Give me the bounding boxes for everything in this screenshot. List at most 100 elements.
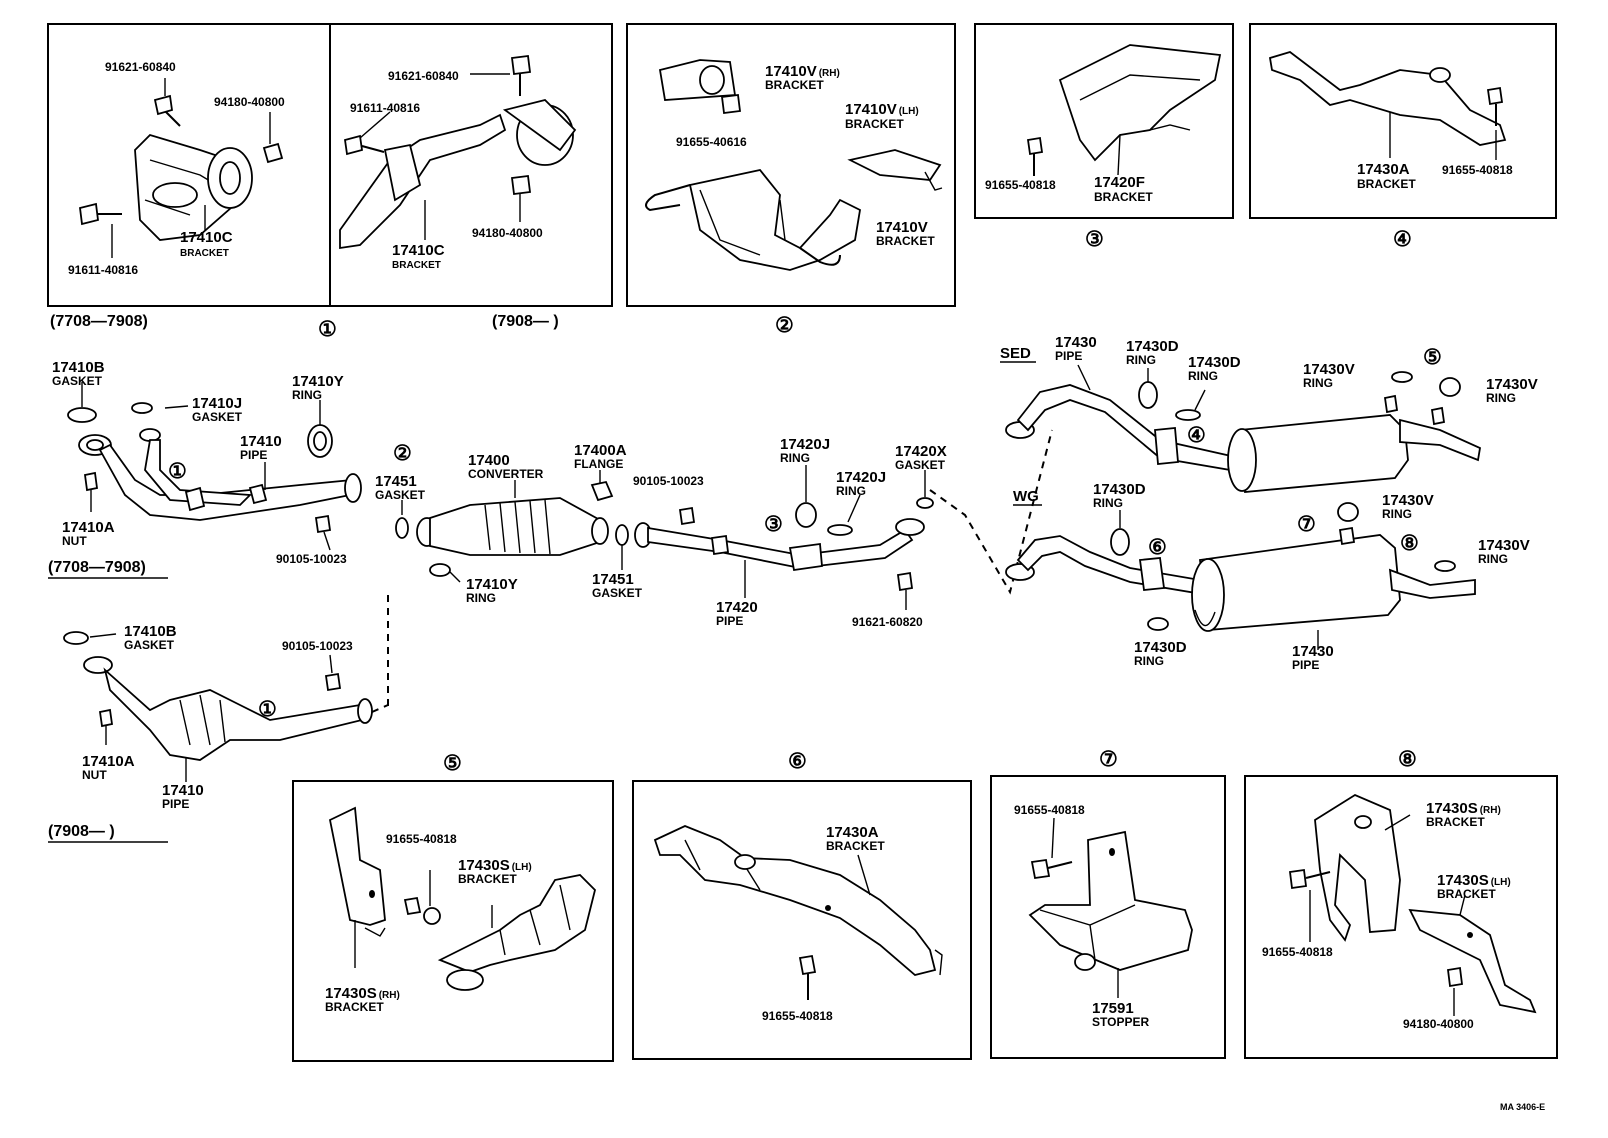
label-91655-40818-b6: 91655-40818 bbox=[762, 1009, 833, 1023]
label-17400a: 17400A bbox=[574, 442, 627, 459]
label-bracket-lh-b5: BRACKET bbox=[458, 872, 517, 886]
label-converter: CONVERTER bbox=[468, 467, 544, 481]
callout-box-3: ③ bbox=[1085, 228, 1104, 251]
label-17410c-left: 17410C bbox=[180, 229, 233, 246]
label-bracket-b6: BRACKET bbox=[826, 839, 885, 853]
label-94180-40800-b8: 94180-40800 bbox=[1403, 1017, 1474, 1031]
label-bracket-rh: BRACKET bbox=[765, 78, 824, 92]
label-91621-60840-right: 91621-60840 bbox=[388, 69, 459, 83]
label-17410y-upper: 17410Y bbox=[292, 373, 344, 390]
label-ring-17430v-wg-2: RING bbox=[1478, 552, 1508, 566]
callout-2-main: ② bbox=[393, 442, 412, 465]
label-17410y-lower: 17410Y bbox=[466, 576, 518, 593]
label-91611-40816-right: 91611-40816 bbox=[350, 101, 420, 115]
label-pipe-17430-sed: PIPE bbox=[1055, 349, 1082, 363]
label-gasket-17410b-upper: GASKET bbox=[52, 374, 103, 388]
label-gasket-17420x: GASKET bbox=[895, 458, 946, 472]
detail-box-6: 17430A BRACKET 91655-40818 ⑥ bbox=[632, 750, 972, 1060]
label-91655-40818-b4: 91655-40818 bbox=[1442, 163, 1513, 177]
bracket-17430a-top-drawing bbox=[1268, 51, 1507, 160]
front-pipe-lower-drawing bbox=[63, 631, 389, 782]
label-bracket-lh: BRACKET bbox=[845, 117, 904, 131]
label-17430a-b6: 17430A bbox=[826, 824, 879, 841]
stopper-17591-drawing bbox=[1028, 817, 1193, 998]
label-17410-pipe-upper: 17410 bbox=[240, 433, 282, 450]
label-17430d-sed-2: 17430D bbox=[1188, 354, 1241, 371]
label-17410b-upper: 17410B bbox=[52, 359, 105, 376]
callout-box-7: ⑦ bbox=[1099, 748, 1118, 771]
label-wg: WG bbox=[1013, 488, 1039, 505]
label-nut-17410a-lower: NUT bbox=[82, 768, 107, 782]
label-gasket-17451-b: GASKET bbox=[592, 586, 643, 600]
label-bracket-rh-b8: BRACKET bbox=[1426, 815, 1485, 829]
label-94180-40800-left: 94180-40800 bbox=[214, 95, 285, 109]
label-91611-40816-left: 91611-40816 bbox=[68, 263, 138, 277]
label-17410b-lower: 17410B bbox=[124, 623, 177, 640]
detail-box-5: 91655-40818 17430S(LH) BRACKET 17430S(RH… bbox=[292, 752, 614, 1062]
label-17410v-main: 17410V bbox=[876, 219, 928, 236]
label-17420j-a: 17420J bbox=[780, 436, 830, 453]
callout-8-wg: ⑧ bbox=[1400, 532, 1419, 555]
label-gasket-17410j: GASKET bbox=[192, 410, 243, 424]
label-ring-17430v-wg-1: RING bbox=[1382, 507, 1412, 521]
wg-tailpipe-drawing bbox=[1005, 502, 1476, 650]
label-90105-10023-b: 90105-10023 bbox=[633, 474, 704, 488]
label-17451-a: 17451 bbox=[375, 473, 417, 490]
label-94180-40800-right: 94180-40800 bbox=[472, 226, 543, 240]
range-label-7908-main: (7908— ) bbox=[48, 823, 115, 840]
detail-box-2: 17410V(RH) BRACKET 91655-40616 17410V(LH… bbox=[626, 23, 956, 337]
label-17430-wg: 17430 bbox=[1292, 643, 1334, 660]
callout-box-8: ⑧ bbox=[1398, 748, 1417, 771]
callout-4-sed: ④ bbox=[1187, 424, 1206, 447]
bracket-17410c-new-drawing bbox=[339, 54, 577, 250]
label-17410v-rh: 17410V(RH) bbox=[765, 63, 840, 80]
label-bracket-main: BRACKET bbox=[876, 234, 935, 248]
bracket-17430a-b6-drawing bbox=[653, 825, 943, 1000]
label-17591: 17591 bbox=[1092, 1000, 1134, 1017]
label-17430-sed: 17430 bbox=[1055, 334, 1097, 351]
label-17410c-right: 17410C bbox=[392, 242, 445, 259]
label-gasket-17410b-lower: GASKET bbox=[124, 638, 175, 652]
label-bracket-b3: BRACKET bbox=[1094, 190, 1153, 204]
callout-box-1: ① bbox=[318, 318, 337, 341]
label-nut-17410a-upper: NUT bbox=[62, 534, 87, 548]
label-91655-40818-b3: 91655-40818 bbox=[985, 178, 1056, 192]
label-ring-17420j-a: RING bbox=[780, 451, 810, 465]
front-pipe-upper-drawing bbox=[67, 382, 362, 551]
label-ring-17410y-upper: RING bbox=[292, 388, 322, 402]
label-90105-10023-a: 90105-10023 bbox=[276, 552, 347, 566]
label-90105-10023-c: 90105-10023 bbox=[282, 639, 353, 653]
label-17420j-b: 17420J bbox=[836, 469, 886, 486]
label-pipe-17420: PIPE bbox=[716, 614, 743, 628]
label-91655-40818-b5: 91655-40818 bbox=[386, 832, 457, 846]
label-sed: SED bbox=[1000, 345, 1031, 362]
label-bracket-lh-b8: BRACKET bbox=[1437, 887, 1496, 901]
label-pipe-17430-wg: PIPE bbox=[1292, 658, 1319, 672]
bracket-17410v-drawing bbox=[645, 59, 943, 271]
bracket-17420f-drawing bbox=[1026, 44, 1222, 176]
label-stopper: STOPPER bbox=[1092, 1015, 1149, 1029]
bracket-17430s-b8-drawing bbox=[1288, 793, 1537, 1016]
label-17430s-lh-b5: 17430S(LH) bbox=[458, 857, 532, 874]
label-17451-b: 17451 bbox=[592, 571, 634, 588]
callout-5-sed: ⑤ bbox=[1423, 346, 1442, 369]
range-label-7908-top: (7908— ) bbox=[492, 313, 559, 330]
detail-box-7: 91655-40818 17591 STOPPER ⑦ bbox=[990, 748, 1226, 1059]
converter-assembly-drawing bbox=[395, 470, 696, 583]
label-17430v-wg-2: 17430V bbox=[1478, 537, 1530, 554]
connection-dashed-line-right bbox=[929, 429, 1053, 595]
range-label-7708-7908-top: (7708—7908) bbox=[50, 313, 148, 330]
callout-7-wg: ⑦ bbox=[1297, 513, 1316, 536]
label-gasket-17451-a: GASKET bbox=[375, 488, 426, 502]
label-17430s-lh-b8: 17430S(LH) bbox=[1437, 872, 1511, 889]
detail-box-1: 91621-60840 94180-40800 17410C BRACKET 9… bbox=[47, 23, 613, 341]
label-17430d-wg-1: 17430D bbox=[1093, 481, 1146, 498]
label-pipe-17410-upper: PIPE bbox=[240, 448, 267, 462]
label-bracket-right: BRACKET bbox=[392, 260, 441, 271]
detail-box-8: 17430S(RH) BRACKET 17430S(LH) BRACKET 91… bbox=[1244, 748, 1558, 1059]
label-17430v-sed-1: 17430V bbox=[1303, 361, 1355, 378]
callout-box-2: ② bbox=[775, 314, 794, 337]
label-17410j: 17410J bbox=[192, 395, 242, 412]
label-91621-60840-left: 91621-60840 bbox=[105, 60, 176, 74]
